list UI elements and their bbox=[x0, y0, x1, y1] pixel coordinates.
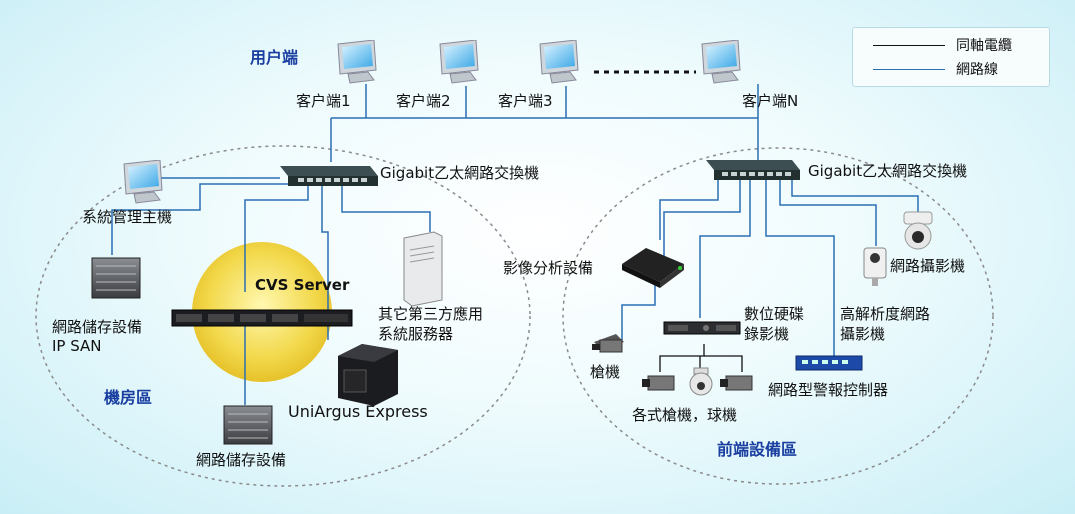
hd-camera-label-2: 攝影機 bbox=[840, 325, 886, 343]
uniargus-device-icon bbox=[338, 344, 398, 406]
network-lines bbox=[111, 84, 919, 405]
legend-network-label: 網路線 bbox=[956, 62, 998, 78]
ip-san-label-1: 網路儲存設備 bbox=[52, 318, 143, 336]
dvr-label-1: 數位硬碟 bbox=[744, 305, 805, 323]
switch-right-label: Gigabit乙太網路交換機 bbox=[808, 162, 968, 180]
legend-coax-label: 同軸電纜 bbox=[956, 38, 1012, 54]
legend-network-swatch bbox=[873, 69, 945, 70]
pc-icon bbox=[536, 39, 586, 84]
management-pc-icon bbox=[120, 159, 170, 204]
machine-room-zone bbox=[35, 145, 531, 487]
ip-camera-icon bbox=[903, 211, 933, 250]
cvs-server-icon bbox=[171, 309, 353, 327]
dome-camera-icon bbox=[689, 367, 713, 396]
storage-icon bbox=[223, 405, 273, 445]
pc-icon bbox=[698, 39, 748, 84]
client-label: 客户端1 bbox=[296, 92, 351, 110]
hd-camera-icon bbox=[863, 247, 887, 286]
uniargus-label: UniArgus Express bbox=[288, 402, 428, 421]
video-analysis-device-icon bbox=[622, 248, 684, 288]
gun-camera-icon bbox=[592, 334, 624, 353]
third-party-label-1: 其它第三方應用 bbox=[378, 305, 484, 323]
dvr-icon bbox=[663, 321, 741, 335]
cameras-label: 各式槍機，球機 bbox=[632, 406, 738, 424]
ip-san-label-2: IP SAN bbox=[52, 337, 102, 355]
box-camera-icon bbox=[720, 375, 753, 391]
hd-camera-label-1: 高解析度網路 bbox=[840, 305, 931, 323]
switch-right-icon bbox=[706, 160, 800, 180]
ip-camera-label: 網路攝影機 bbox=[890, 257, 966, 275]
switch-left-icon bbox=[280, 166, 378, 186]
management-label: 系統管理主機 bbox=[82, 208, 173, 226]
client-label: 客户端N bbox=[742, 92, 799, 110]
legend: 同軸電纜 網路線 bbox=[852, 27, 1050, 87]
coax-lines bbox=[659, 344, 743, 372]
front-end-zone bbox=[562, 147, 994, 485]
front-end-zone-label: 前端設備區 bbox=[717, 440, 798, 459]
pc-icon bbox=[334, 39, 384, 84]
alarm-label: 網路型警報控制器 bbox=[768, 381, 889, 399]
machine-room-zone-label: 機房區 bbox=[104, 388, 153, 407]
client-label: 客户端3 bbox=[498, 92, 553, 110]
legend-coax-swatch bbox=[873, 45, 945, 46]
client-zone-label: 用户端 bbox=[250, 48, 299, 67]
third-party-server-icon bbox=[403, 231, 443, 307]
box-camera-icon bbox=[642, 375, 675, 391]
switch-left-label: Gigabit乙太網路交換機 bbox=[380, 164, 540, 182]
gun-camera-label: 槍機 bbox=[590, 363, 621, 381]
pc-icon bbox=[436, 39, 486, 84]
third-party-label-2: 系統服務器 bbox=[378, 325, 454, 343]
dvr-label-2: 錄影機 bbox=[744, 325, 790, 343]
cvs-server-label: CVS Server bbox=[255, 276, 350, 294]
ip-san-storage-icon bbox=[91, 257, 141, 299]
alarm-controller-icon bbox=[795, 355, 863, 371]
storage-label: 網路儲存設備 bbox=[196, 451, 287, 469]
client-label: 客户端2 bbox=[396, 92, 451, 110]
analysis-label: 影像分析設備 bbox=[503, 259, 594, 277]
